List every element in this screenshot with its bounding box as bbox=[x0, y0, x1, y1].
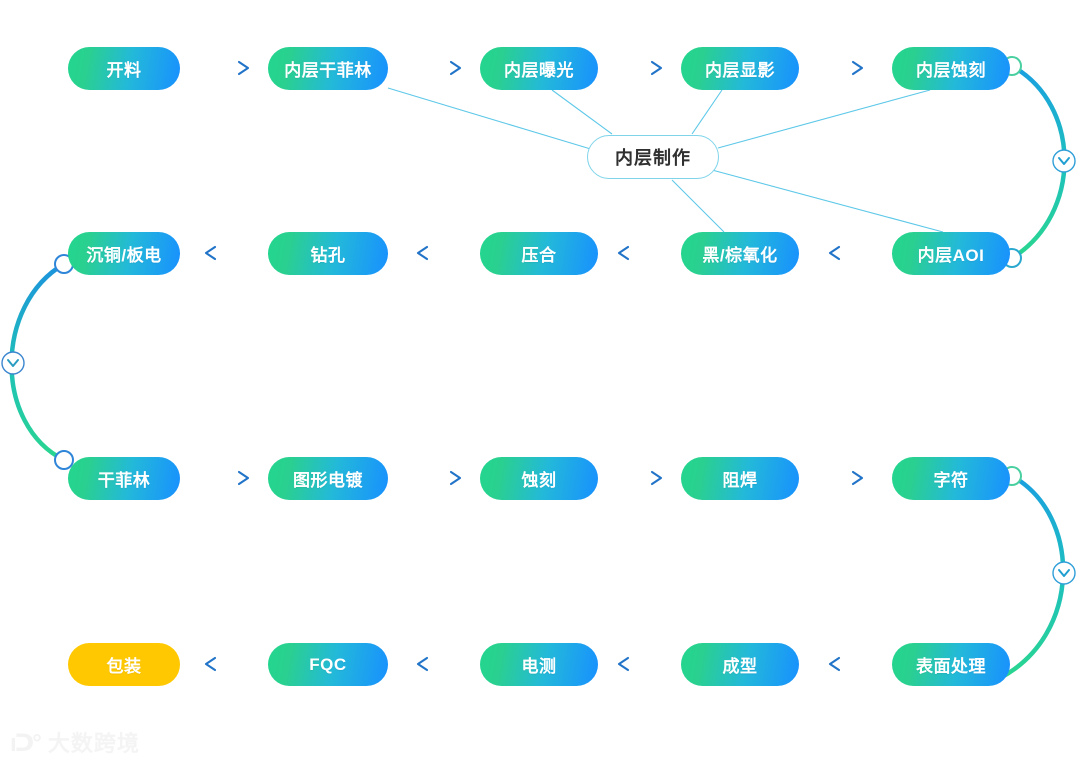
arrow-left-icon bbox=[828, 245, 872, 261]
hub-link-line bbox=[671, 179, 725, 233]
process-node-tuxing-diandu[interactable]: 图形电镀 bbox=[268, 457, 388, 500]
process-node-ganfeilin[interactable]: 干菲林 bbox=[68, 457, 180, 500]
process-node-chentong-bandian[interactable]: 沉铜/板电 bbox=[68, 232, 180, 275]
arrow-right-icon bbox=[619, 470, 663, 486]
chevron-down-icon-bg bbox=[1, 351, 25, 375]
watermark-text: 大数跨境 bbox=[47, 731, 140, 756]
process-node-neiceng-aoi[interactable]: 内层AOI bbox=[892, 232, 1010, 275]
node-label: 内层曝光 bbox=[504, 61, 574, 80]
node-label: 包装 bbox=[106, 657, 142, 676]
chevron-down-icon bbox=[1058, 157, 1070, 165]
node-label: 图形电镀 bbox=[293, 471, 363, 490]
process-node-zuhan[interactable]: 阻焊 bbox=[681, 457, 799, 500]
hub-link-line bbox=[551, 89, 613, 135]
arrow-left-icon bbox=[617, 656, 661, 672]
arrow-right-icon bbox=[206, 470, 250, 486]
arrow-right-icon bbox=[820, 470, 864, 486]
process-node-fqc[interactable]: FQC bbox=[268, 643, 388, 686]
arrow-left-icon bbox=[204, 245, 248, 261]
node-label: 内层AOI bbox=[917, 246, 985, 265]
loop-connector-right-1 bbox=[1002, 56, 1076, 268]
node-label: 内层蚀刻 bbox=[916, 61, 986, 80]
loop-connector-right-2 bbox=[997, 466, 1076, 681]
process-node-neiceng-ganfeilin[interactable]: 内层干菲林 bbox=[268, 47, 388, 90]
node-label: 蚀刻 bbox=[521, 471, 557, 490]
node-label: 开料 bbox=[106, 61, 142, 80]
process-node-chengxing[interactable]: 成型 bbox=[681, 643, 799, 686]
node-label: 干菲林 bbox=[97, 471, 151, 490]
chevron-down-icon-bg bbox=[1052, 149, 1076, 173]
arrow-left-icon bbox=[416, 245, 460, 261]
arrow-right-icon bbox=[418, 470, 462, 486]
chevron-down-icon-bg bbox=[1052, 561, 1076, 585]
arrow-left-icon bbox=[204, 656, 248, 672]
node-label: 字符 bbox=[933, 471, 969, 490]
chevron-down-icon bbox=[1058, 569, 1070, 577]
process-node-baozhuang[interactable]: 包装 bbox=[68, 643, 180, 686]
watermark: ıᑐ° 大数跨境 bbox=[10, 732, 140, 756]
process-node-kailiao[interactable]: 开料 bbox=[68, 47, 180, 90]
node-label: 沉铜/板电 bbox=[86, 246, 162, 265]
process-node-neiceng-baoguang[interactable]: 内层曝光 bbox=[480, 47, 598, 90]
arrow-left-icon bbox=[416, 656, 460, 672]
arrow-right-icon bbox=[206, 60, 250, 76]
hub-link-line bbox=[387, 87, 595, 151]
chevron-down-icon bbox=[7, 359, 19, 367]
hub-link-line bbox=[691, 89, 723, 135]
node-label: 内层显影 bbox=[705, 61, 775, 80]
arrow-right-icon bbox=[820, 60, 864, 76]
node-label: 电测 bbox=[521, 657, 557, 676]
process-node-biaomian-chuli[interactable]: 表面处理 bbox=[892, 643, 1010, 686]
node-label: 阻焊 bbox=[722, 471, 758, 490]
hub-link-line bbox=[717, 89, 931, 149]
arrow-left-icon bbox=[617, 245, 661, 261]
node-label: 钻孔 bbox=[310, 246, 346, 265]
process-node-zifu[interactable]: 字符 bbox=[892, 457, 1010, 500]
hub-node-neiceng-zhizuo[interactable]: 内层制作 bbox=[587, 135, 719, 179]
node-label: 内层干菲林 bbox=[284, 61, 372, 80]
node-label: 黑/棕氧化 bbox=[702, 246, 778, 265]
arrow-right-icon bbox=[619, 60, 663, 76]
loop-connector-left-1 bbox=[1, 254, 74, 470]
process-node-neiceng-shike[interactable]: 内层蚀刻 bbox=[892, 47, 1010, 90]
node-label: 成型 bbox=[722, 657, 758, 676]
arrow-right-icon bbox=[418, 60, 462, 76]
process-node-zuankong[interactable]: 钻孔 bbox=[268, 232, 388, 275]
process-node-hei-zong-yanghua[interactable]: 黑/棕氧化 bbox=[681, 232, 799, 275]
process-node-neiceng-xianying[interactable]: 内层显影 bbox=[681, 47, 799, 90]
arrow-left-icon bbox=[828, 656, 872, 672]
process-node-diance[interactable]: 电测 bbox=[480, 643, 598, 686]
process-node-yahe[interactable]: 压合 bbox=[480, 232, 598, 275]
node-label: FQC bbox=[309, 654, 347, 674]
hub-node-label: 内层制作 bbox=[615, 148, 691, 168]
process-node-shike[interactable]: 蚀刻 bbox=[480, 457, 598, 500]
node-label: 表面处理 bbox=[916, 657, 986, 676]
hub-link-line bbox=[711, 169, 944, 233]
node-label: 压合 bbox=[521, 246, 557, 265]
watermark-logo-icon: ıᑐ° bbox=[10, 730, 42, 757]
